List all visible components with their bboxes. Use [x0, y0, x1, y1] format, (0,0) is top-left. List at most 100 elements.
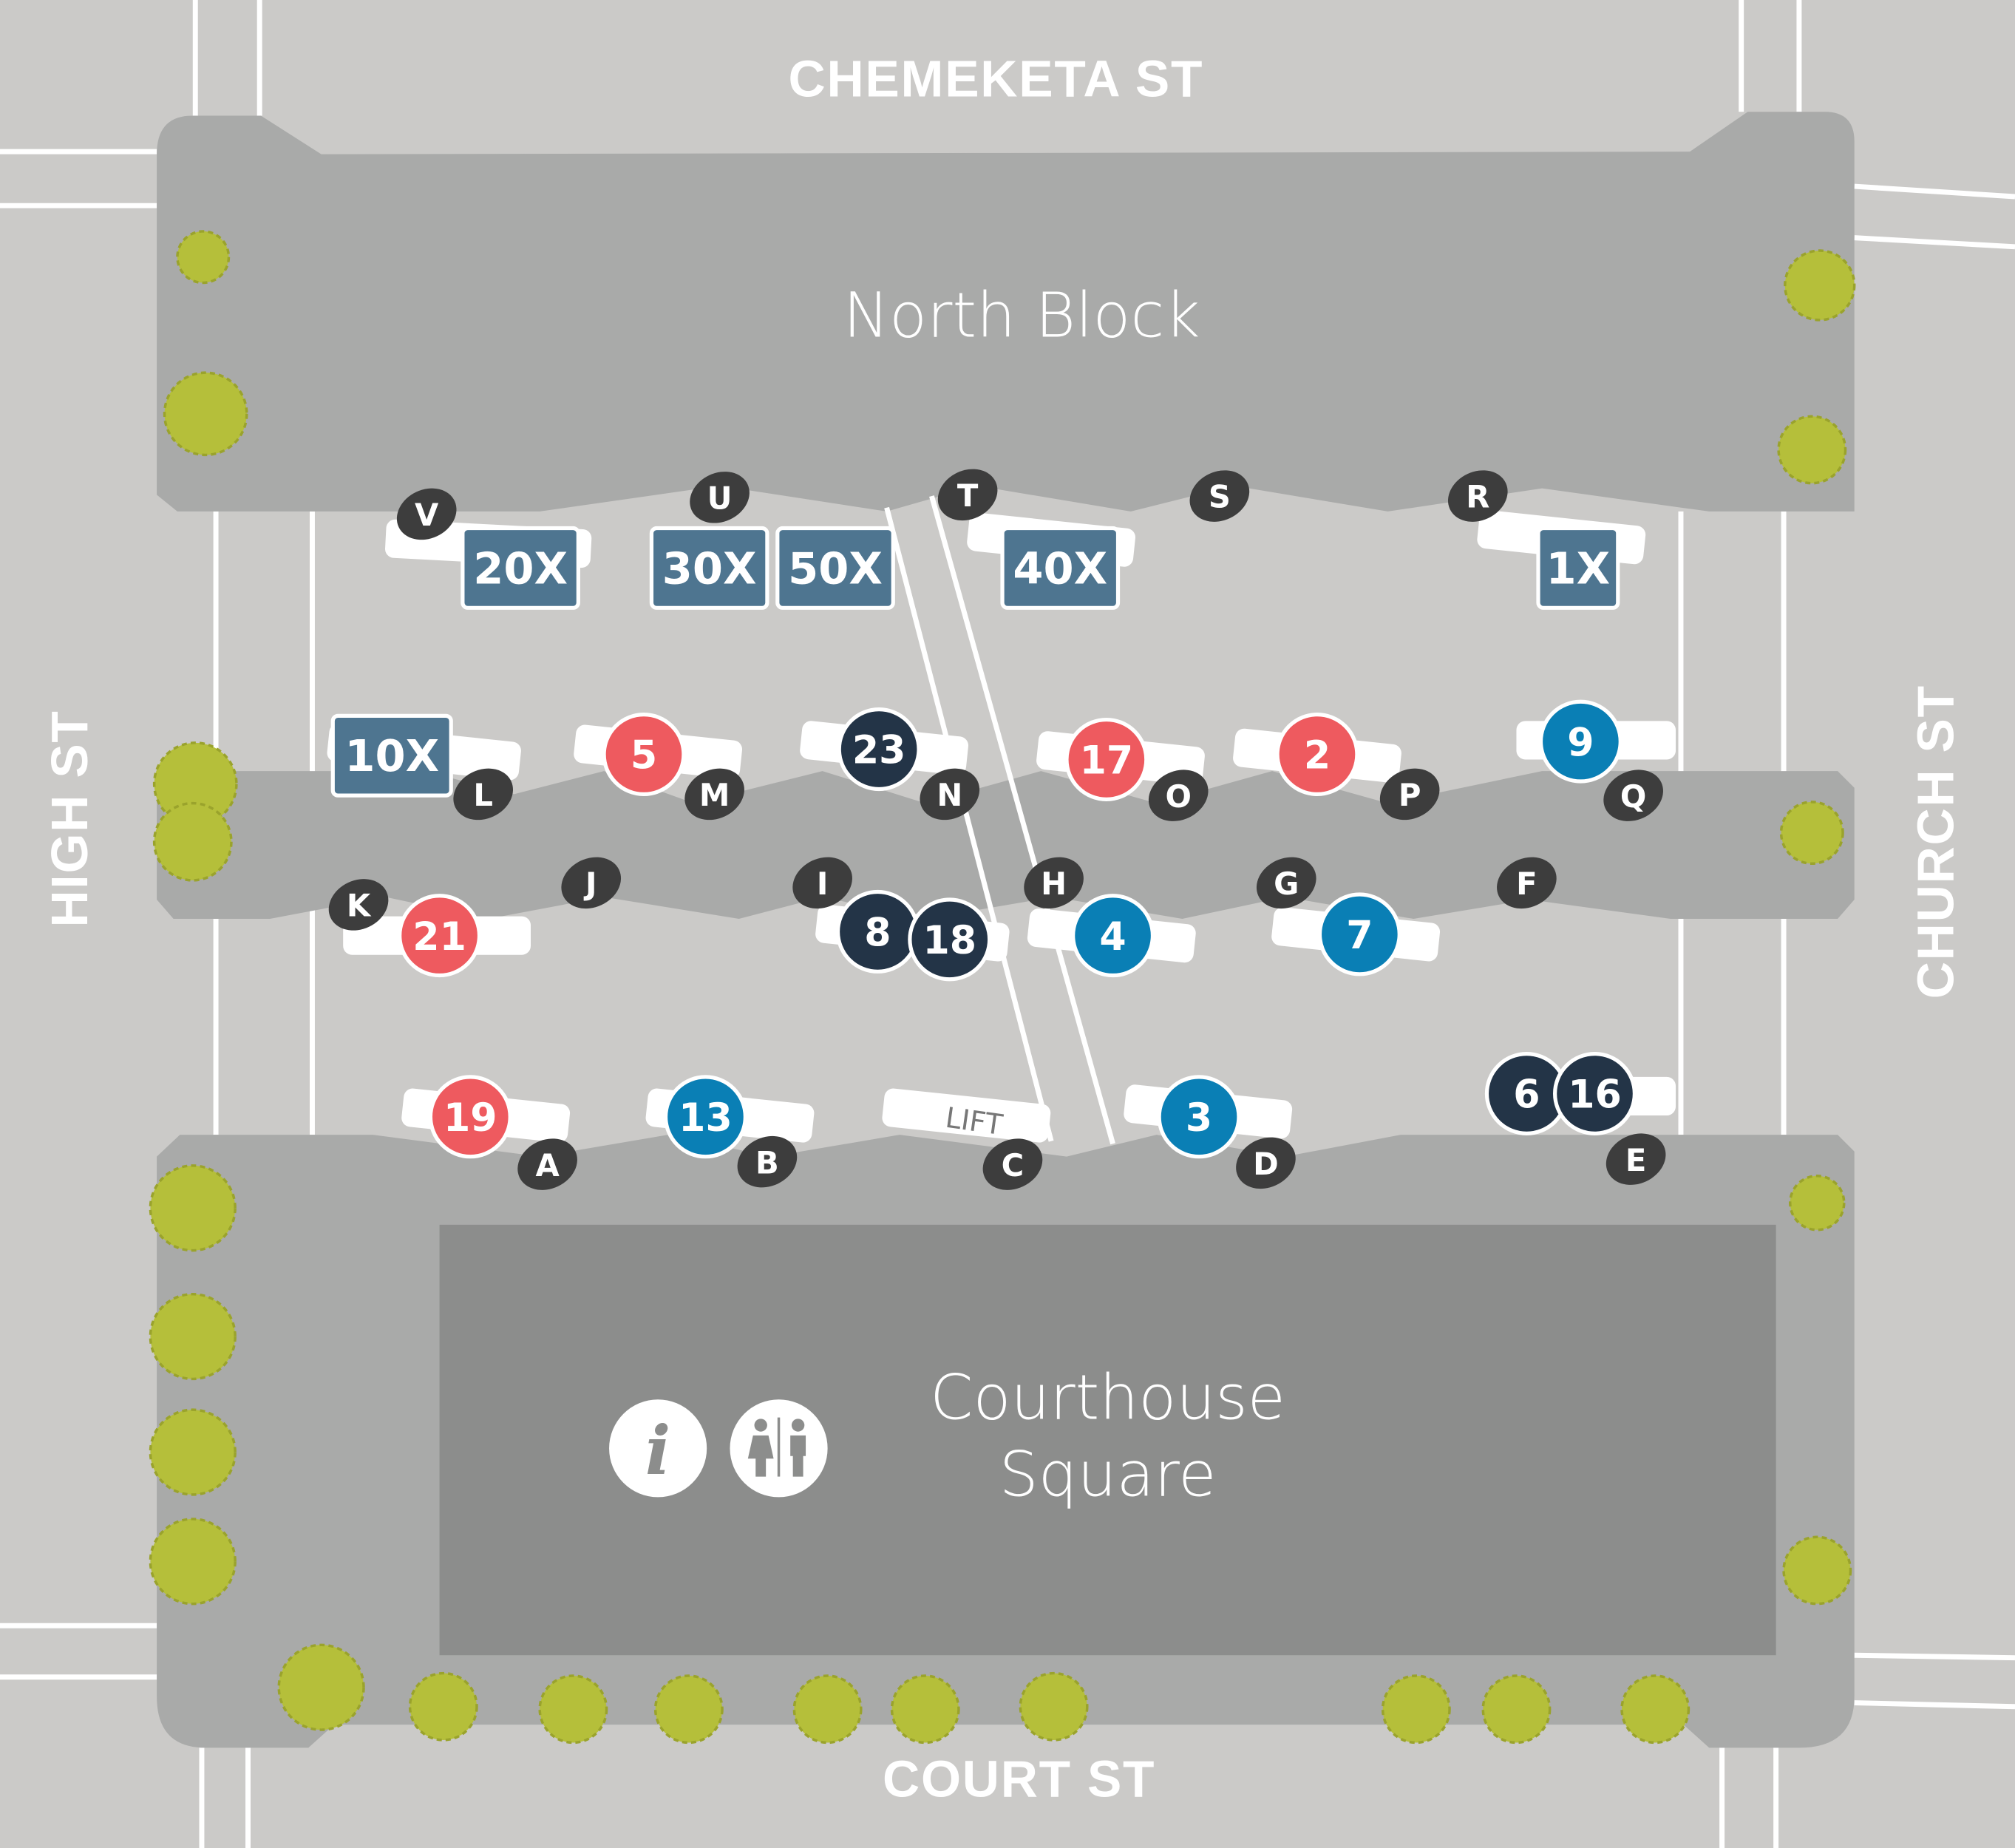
route-8[interactable]: 8 — [835, 889, 920, 974]
tree-icon — [1779, 801, 1844, 866]
route-7[interactable]: 7 — [1317, 892, 1401, 976]
route-6[interactable]: 6 — [1484, 1051, 1569, 1135]
bay-f[interactable]: F — [1489, 848, 1566, 918]
bay-label: K — [347, 888, 372, 924]
bay-e[interactable]: E — [1597, 1124, 1674, 1195]
bay-label: V — [415, 497, 439, 533]
bay-a[interactable]: A — [509, 1129, 586, 1200]
route-9[interactable]: 9 — [1538, 699, 1622, 784]
trees — [149, 230, 1856, 1745]
route-label: 1X — [1546, 543, 1611, 594]
bay-label: C — [1002, 1147, 1025, 1183]
route-16[interactable]: 16 — [1553, 1051, 1637, 1135]
lift-label: LIFT — [943, 1102, 1005, 1142]
info-icon[interactable]: i — [609, 1399, 707, 1498]
route-21[interactable]: 21 — [398, 894, 482, 978]
route-label: 21 — [412, 915, 466, 959]
bay-label: R — [1466, 479, 1489, 515]
tree-icon — [1481, 1674, 1552, 1745]
bay-label: F — [1516, 866, 1537, 902]
tree-icon — [277, 1643, 365, 1731]
bay-v[interactable]: V — [388, 479, 465, 549]
bay-label: Q — [1620, 778, 1646, 815]
bay-b[interactable]: B — [729, 1127, 806, 1197]
route-2[interactable]: 2 — [1275, 713, 1359, 797]
route-18[interactable]: 18 — [908, 897, 992, 982]
bay-g[interactable]: G — [1248, 848, 1325, 918]
street-label-north: CHEMEKETA ST — [789, 50, 1204, 107]
route-label: 7 — [1346, 914, 1373, 958]
route-label: 13 — [679, 1096, 733, 1141]
pedestrian-crossing — [884, 495, 1115, 1145]
bay-d[interactable]: D — [1228, 1128, 1305, 1198]
route-5[interactable]: 5 — [602, 713, 686, 797]
bay-i[interactable]: I — [784, 848, 861, 918]
route-label: 17 — [1080, 739, 1134, 784]
bay-label: B — [755, 1144, 779, 1181]
tree-icon — [176, 230, 231, 285]
tree-icon — [1782, 1535, 1852, 1606]
tree-icon — [163, 371, 248, 457]
bay-label: O — [1165, 778, 1191, 815]
bay-label: G — [1274, 866, 1299, 902]
bay-label: S — [1209, 479, 1231, 515]
route-label: 40X — [1013, 543, 1107, 594]
bay-label: N — [937, 777, 962, 813]
route-30x[interactable]: 30X — [649, 526, 769, 610]
tree-icon — [1789, 1175, 1846, 1232]
bay-h[interactable]: H — [1016, 848, 1093, 918]
street-label-west: HIGH ST — [41, 710, 98, 927]
bay-label: J — [583, 866, 597, 902]
bay-r[interactable]: R — [1440, 461, 1517, 531]
route-label: 50X — [788, 543, 883, 594]
bay-label: P — [1399, 777, 1421, 813]
bay-label: A — [535, 1147, 560, 1183]
route-1x[interactable]: 1X — [1536, 526, 1620, 610]
bay-c[interactable]: C — [974, 1129, 1051, 1200]
street-label-east: CHURCH ST — [1907, 684, 1965, 999]
bay-label: U — [707, 480, 733, 516]
bays: V U T S R L M N O P Q K J I H G F A B C D E — [320, 460, 1674, 1200]
tree-icon — [1019, 1671, 1089, 1742]
route-label: 5 — [631, 734, 657, 778]
bay-p[interactable]: P — [1371, 759, 1448, 829]
route-23[interactable]: 23 — [837, 707, 921, 792]
bay-m[interactable]: M — [676, 759, 753, 829]
route-label: 30X — [662, 543, 757, 594]
route-40x[interactable]: 40X — [1000, 526, 1121, 610]
bay-l[interactable]: L — [445, 759, 522, 829]
bay-o[interactable]: O — [1140, 761, 1217, 831]
bay-u[interactable]: U — [682, 462, 758, 532]
route-13[interactable]: 13 — [663, 1075, 747, 1159]
route-label: 16 — [1568, 1073, 1622, 1118]
north-block — [157, 112, 1855, 512]
route-label: 19 — [444, 1096, 497, 1141]
tree-icon — [1620, 1674, 1691, 1745]
route-label: 23 — [852, 729, 906, 773]
route-20x[interactable]: 20X — [461, 526, 580, 610]
route-4[interactable]: 4 — [1071, 894, 1155, 978]
route-19[interactable]: 19 — [428, 1075, 512, 1159]
restroom-icon[interactable] — [730, 1399, 828, 1498]
route-10x[interactable]: 10X — [330, 713, 453, 798]
bay-n[interactable]: N — [911, 759, 988, 829]
street-label-south: COURT ST — [883, 1750, 1155, 1807]
bay-t[interactable]: T — [929, 460, 1006, 530]
bay-j[interactable]: J — [553, 848, 630, 918]
tree-icon — [538, 1674, 608, 1745]
bay-k[interactable]: K — [320, 869, 397, 940]
platform — [882, 1088, 1051, 1143]
tree-icon — [1381, 1674, 1451, 1745]
tree-icon — [149, 1292, 237, 1381]
route-label: 6 — [1513, 1073, 1540, 1118]
tree-icon — [152, 801, 233, 882]
route-50x[interactable]: 50X — [775, 526, 895, 610]
bay-q[interactable]: Q — [1595, 761, 1672, 831]
tree-icon — [653, 1674, 724, 1745]
route-3[interactable]: 3 — [1157, 1075, 1241, 1159]
route-label: 3 — [1186, 1096, 1212, 1141]
route-17[interactable]: 17 — [1064, 717, 1149, 801]
bay-s[interactable]: S — [1181, 461, 1258, 531]
